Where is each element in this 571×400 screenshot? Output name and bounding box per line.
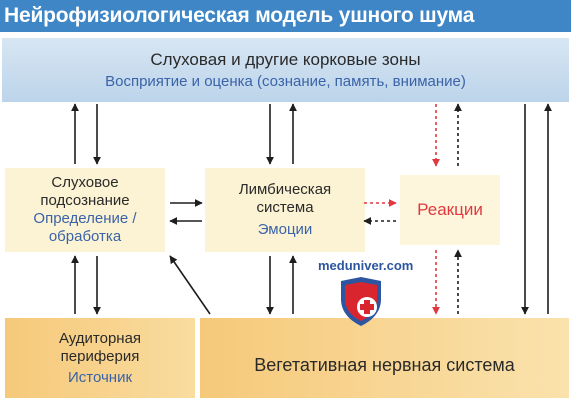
vegetative-system-box: Вегетативная нервная система bbox=[200, 318, 569, 398]
page-title: Нейрофизиологическая модель ушного шума bbox=[0, 0, 571, 32]
periphery-line3: Источник bbox=[67, 368, 133, 386]
reactions-box: Реакции bbox=[400, 175, 500, 245]
periphery-line1: Аудиторная bbox=[58, 329, 142, 347]
cortical-zones-subtitle: Восприятие и оценка (сознание, память, в… bbox=[105, 73, 466, 90]
cortical-zones-title: Слуховая и другие корковые зоны bbox=[150, 50, 421, 69]
arrow-vegetative-to-sluh-diagonal bbox=[169, 255, 211, 315]
auditory-periphery-box: Аудиторная периферия Источник bbox=[5, 318, 195, 398]
periphery-line2: периферия bbox=[60, 347, 140, 365]
limbic-line1: Лимбическая bbox=[238, 181, 332, 198]
limbic-line2: система bbox=[256, 199, 314, 216]
auditory-subconscious-line1: Слуховое bbox=[51, 174, 119, 191]
auditory-subconscious-box: Слуховое подсознание Определение / обраб… bbox=[5, 168, 165, 252]
auditory-subconscious-line4: обработка bbox=[48, 228, 122, 245]
vegetative-label: Вегетативная нервная система bbox=[254, 354, 515, 375]
reactions-label: Реакции bbox=[417, 200, 483, 219]
limbic-line3: Эмоции bbox=[257, 221, 313, 238]
auditory-subconscious-line3: Определение / bbox=[33, 210, 137, 227]
cortical-zones-box: Слуховая и другие корковые зоны Восприят… bbox=[2, 38, 569, 102]
watermark-text: meduniver.com bbox=[318, 258, 414, 273]
shield-cross-icon bbox=[341, 277, 381, 326]
auditory-subconscious-line2: подсознание bbox=[40, 192, 130, 209]
limbic-system-box: Лимбическая система Эмоции bbox=[205, 168, 365, 252]
